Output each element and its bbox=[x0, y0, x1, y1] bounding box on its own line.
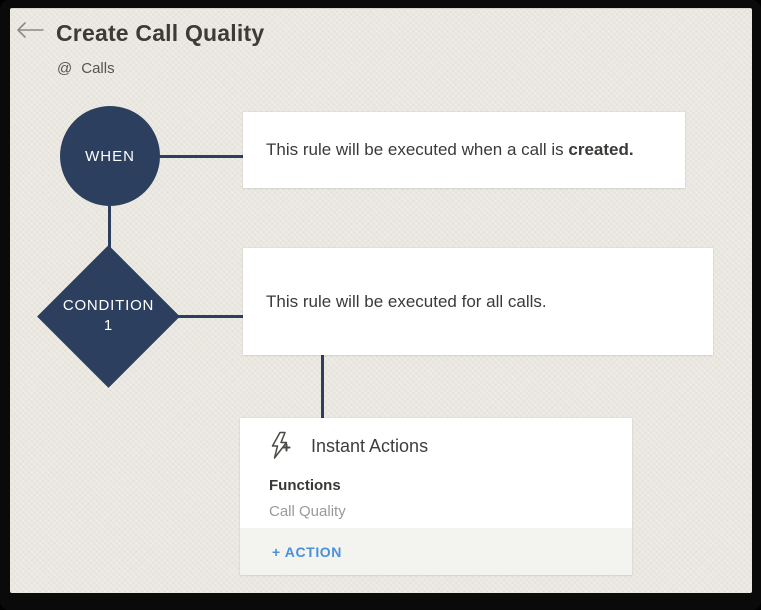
page-title: Create Call Quality bbox=[56, 20, 265, 46]
when-description-text: This rule will be executed when a call i… bbox=[243, 138, 650, 162]
condition-node[interactable] bbox=[37, 245, 180, 388]
when-description-prefix: This rule will be executed when a call i… bbox=[266, 140, 569, 159]
action-type-label[interactable]: Functions bbox=[269, 477, 341, 494]
add-action-button[interactable]: + ACTION bbox=[272, 543, 343, 560]
lightning-plus-icon bbox=[271, 431, 291, 459]
connector-when-to-description bbox=[159, 155, 244, 158]
when-description-box[interactable]: This rule will be executed when a call i… bbox=[243, 112, 685, 188]
when-node[interactable]: WHEN bbox=[60, 106, 160, 206]
instant-actions-footer: + ACTION bbox=[240, 528, 632, 575]
condition-description-box[interactable]: This rule will be executed for all calls… bbox=[243, 248, 713, 355]
when-node-label: WHEN bbox=[85, 147, 135, 165]
back-button[interactable] bbox=[16, 20, 44, 40]
instant-actions-header: Instant Actions bbox=[268, 431, 428, 461]
module-at-symbol: @ bbox=[57, 60, 73, 77]
left-arrow-icon bbox=[17, 22, 44, 38]
action-function-name[interactable]: Call Quality bbox=[269, 503, 346, 520]
condition-description-text: This rule will be executed for all calls… bbox=[266, 291, 547, 311]
when-description-trigger: created. bbox=[568, 140, 634, 159]
module-name: Calls bbox=[81, 60, 115, 77]
breadcrumb: @ Calls bbox=[57, 60, 115, 77]
connector-when-to-condition bbox=[108, 205, 111, 267]
instant-actions-card: Instant Actions Functions Call Quality +… bbox=[240, 418, 632, 575]
connector-condition-to-actions bbox=[321, 354, 324, 419]
instant-actions-title: Instant Actions bbox=[311, 435, 429, 456]
connector-condition-to-description bbox=[178, 315, 244, 318]
